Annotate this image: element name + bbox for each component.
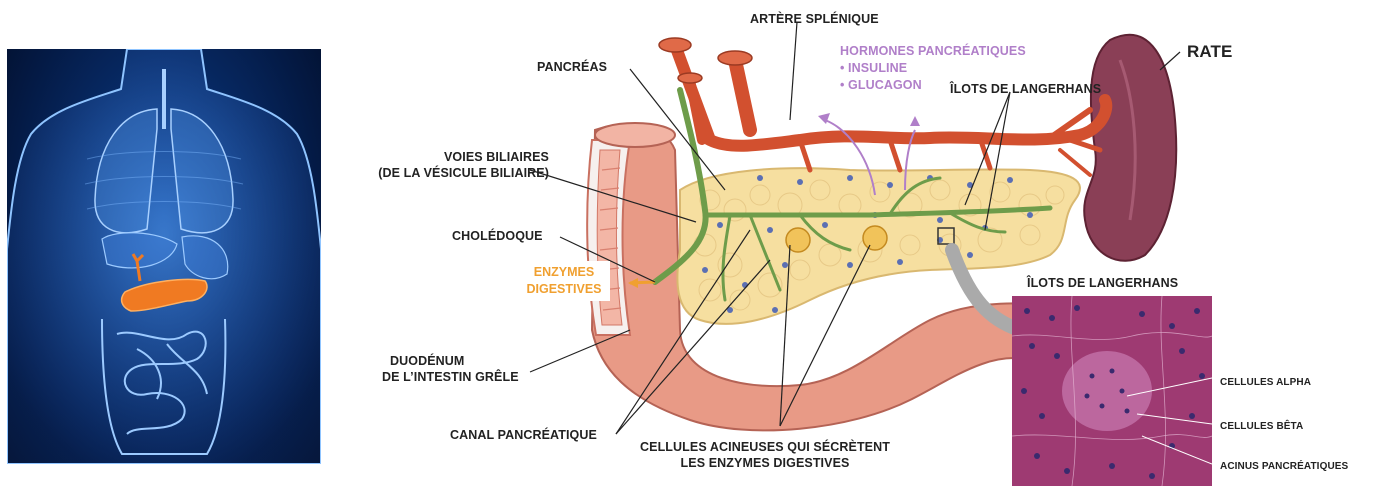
label-acinus-pancreatiques: ACINUS PANCRÉATIQUES <box>1220 461 1348 474</box>
label-duodenum-line2: DE L’INTESTIN GRÊLE <box>382 370 519 386</box>
label-voies-line2: (DE LA VÉSICULE BILIAIRE) <box>349 166 549 182</box>
label-choledoque: CHOLÉDOQUE <box>452 229 543 245</box>
label-cellules-acineuses: CELLULES ACINEUSES QUI SÉCRÈTENT LES ENZ… <box>635 440 895 471</box>
label-cellules-line2: LES ENZYMES DIGESTIVES <box>635 456 895 472</box>
label-duodenum: DUODÉNUM DE L’INTESTIN GRÊLE <box>382 354 519 385</box>
label-enzymes-digestives: ENZYMES DIGESTIVES <box>518 261 610 301</box>
label-voies-line1: VOIES BILIAIRES <box>349 150 549 166</box>
label-enzymes-line1: ENZYMES <box>518 264 610 281</box>
islet-histology-image <box>1012 296 1212 486</box>
label-hormones-title: HORMONES PANCRÉATIQUES <box>840 44 1026 60</box>
label-ilots-bottom: ÎLOTS DE LANGERHANS <box>1027 276 1178 292</box>
histology-svg <box>1012 296 1212 486</box>
human-body-svg <box>7 49 321 464</box>
label-voies-biliaires: VOIES BILIAIRES (DE LA VÉSICULE BILIAIRE… <box>349 150 549 181</box>
label-enzymes-line2: DIGESTIVES <box>518 281 610 298</box>
label-pancreas: PANCRÉAS <box>537 60 607 76</box>
label-cellules-alpha: CELLULES ALPHA <box>1220 377 1311 390</box>
label-ilots-top: ÎLOTS DE LANGERHANS <box>950 82 1101 98</box>
label-canal-pancreatique: CANAL PANCRÉATIQUE <box>450 428 597 444</box>
label-cellules-beta: CELLULES BÊTA <box>1220 421 1303 434</box>
pancreas-diagram: ARTÈRE SPLÉNIQUE PANCRÉAS HORMONES PANCR… <box>330 0 1378 488</box>
label-hormone-insuline: • INSULINE <box>840 61 907 77</box>
label-duodenum-line1: DUODÉNUM <box>382 354 519 370</box>
label-rate: RATE <box>1187 41 1232 62</box>
label-cellules-line1: CELLULES ACINEUSES QUI SÉCRÈTENT <box>635 440 895 456</box>
label-hormone-glucagon: • GLUCAGON <box>840 78 922 94</box>
label-artere-splenique: ARTÈRE SPLÉNIQUE <box>750 12 879 28</box>
human-body-illustration <box>7 49 321 464</box>
